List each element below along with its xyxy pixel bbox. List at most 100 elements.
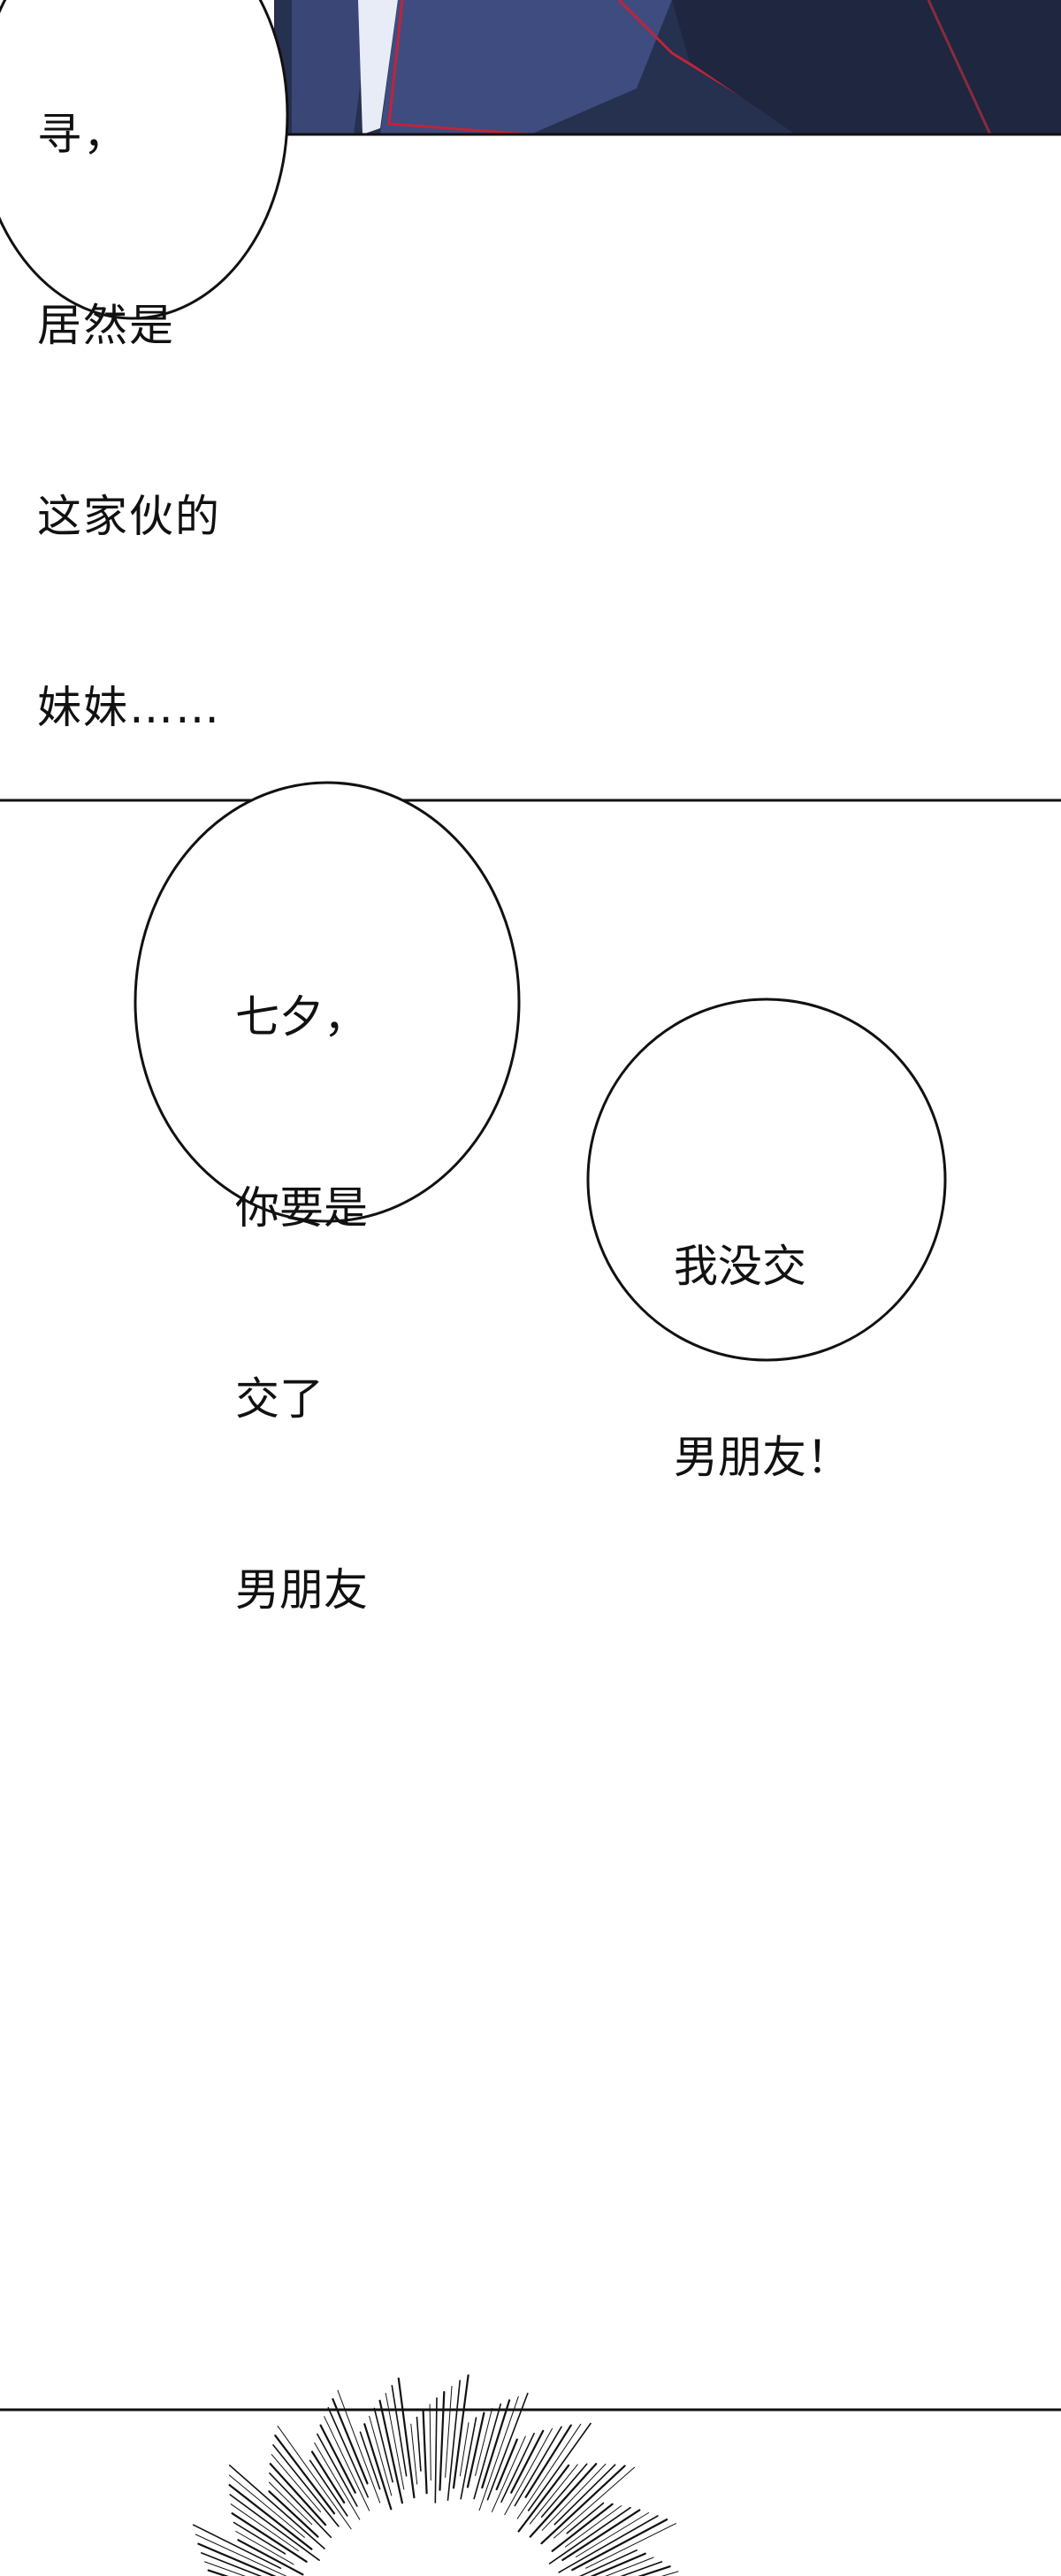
suit-lapel (380, 0, 672, 134)
impact-line (324, 2416, 370, 2511)
impact-line (429, 2404, 431, 2481)
impact-line (422, 2410, 428, 2495)
impact-line (310, 2450, 346, 2504)
impact-line (551, 2503, 614, 2552)
speech-line: 我没交 (674, 1241, 806, 1292)
impact-line (207, 2569, 229, 2576)
impact-line (541, 2464, 607, 2531)
impact-line (529, 2463, 598, 2538)
speech-text-right: 我没交 男朋友！ (674, 1107, 851, 1617)
suit-trim-line (387, 0, 531, 136)
impact-line (500, 2433, 535, 2503)
suit-jacket-left (292, 0, 371, 134)
impact-line (478, 2396, 519, 2511)
shirt-collar (358, 0, 398, 134)
impact-line (197, 2542, 277, 2576)
impact-line (475, 2408, 493, 2476)
impact-line (272, 2444, 340, 2527)
impact-line (314, 2442, 361, 2520)
speech-line: 这家伙的 (37, 491, 221, 542)
impact-line (332, 2397, 369, 2485)
suit-shadow (672, 0, 1061, 134)
impact-line (527, 2422, 592, 2511)
impact-line (337, 2389, 381, 2503)
impact-lines-burst (192, 2374, 679, 2576)
impact-line (397, 2377, 416, 2499)
impact-line (385, 2392, 405, 2490)
speech-line: 七夕， (235, 991, 368, 1043)
impact-line (540, 2465, 626, 2545)
impact-line (228, 2474, 305, 2538)
impact-line (277, 2425, 352, 2530)
impact-line (201, 2552, 263, 2576)
impact-line (558, 2515, 659, 2573)
impact-line (553, 2466, 636, 2539)
impact-line (459, 2422, 469, 2477)
impact-line (439, 2390, 446, 2491)
impact-line (473, 2403, 502, 2500)
impact-line (233, 2521, 286, 2555)
speech-line: 你要是 (235, 1182, 368, 1234)
speech-line: 居然是 (37, 300, 175, 351)
impact-line (561, 2509, 641, 2561)
impact-line (359, 2431, 381, 2490)
impact-line (319, 2424, 356, 2494)
impact-line (590, 2552, 646, 2576)
impact-line (230, 2503, 299, 2551)
impact-line (495, 2438, 518, 2491)
impact-line (510, 2429, 545, 2494)
impact-line (269, 2463, 327, 2526)
impact-line (416, 2416, 422, 2472)
impact-line (235, 2531, 294, 2565)
impact-line (481, 2399, 511, 2489)
impact-line (575, 2512, 650, 2557)
impact-line (268, 2490, 319, 2538)
impact-line (460, 2417, 477, 2500)
top-panel-art (274, 0, 1061, 136)
impact-line (192, 2524, 282, 2569)
impact-line (410, 2423, 418, 2485)
impact-line (434, 2397, 438, 2503)
impact-line (571, 2519, 668, 2572)
impact-line (268, 2481, 313, 2526)
impact-line (517, 2464, 570, 2533)
impact-line (228, 2484, 313, 2550)
speech-bubble-left (134, 781, 521, 1223)
speech-line: 妹妹…… (37, 682, 221, 733)
impact-line (564, 2505, 622, 2548)
impact-line (524, 2424, 572, 2498)
impact-line (274, 2435, 336, 2515)
impact-line (566, 2502, 605, 2534)
speech-bubble-right (586, 998, 947, 1362)
impact-line (605, 2557, 654, 2576)
impact-line (271, 2454, 322, 2513)
impact-line (369, 2415, 393, 2496)
impact-line (466, 2412, 485, 2488)
impact-line (504, 2427, 553, 2516)
speech-bubble-top (0, 0, 289, 320)
impact-line (229, 2494, 320, 2561)
impact-line (204, 2561, 246, 2576)
impact-line (514, 2426, 562, 2507)
impact-line (491, 2435, 526, 2512)
impact-line (486, 2392, 529, 2501)
impact-line (327, 2407, 370, 2498)
speech-text-top: 寻， 居然是 这家伙的 妹妹…… (37, 0, 221, 867)
impact-line (585, 2523, 676, 2569)
impact-line (540, 2463, 588, 2518)
impact-line (391, 2385, 408, 2477)
impact-line (373, 2407, 393, 2483)
impact-line (452, 2374, 469, 2489)
suit-trim-line-3 (927, 0, 992, 135)
impact-line (578, 2549, 638, 2576)
impact-line (548, 2506, 631, 2565)
impact-line (228, 2465, 325, 2549)
impact-line (445, 2385, 453, 2478)
impact-line (231, 2512, 308, 2563)
impact-line (363, 2423, 393, 2511)
impact-line (195, 2534, 287, 2576)
impact-line (516, 2423, 582, 2519)
impact-line (269, 2472, 332, 2538)
